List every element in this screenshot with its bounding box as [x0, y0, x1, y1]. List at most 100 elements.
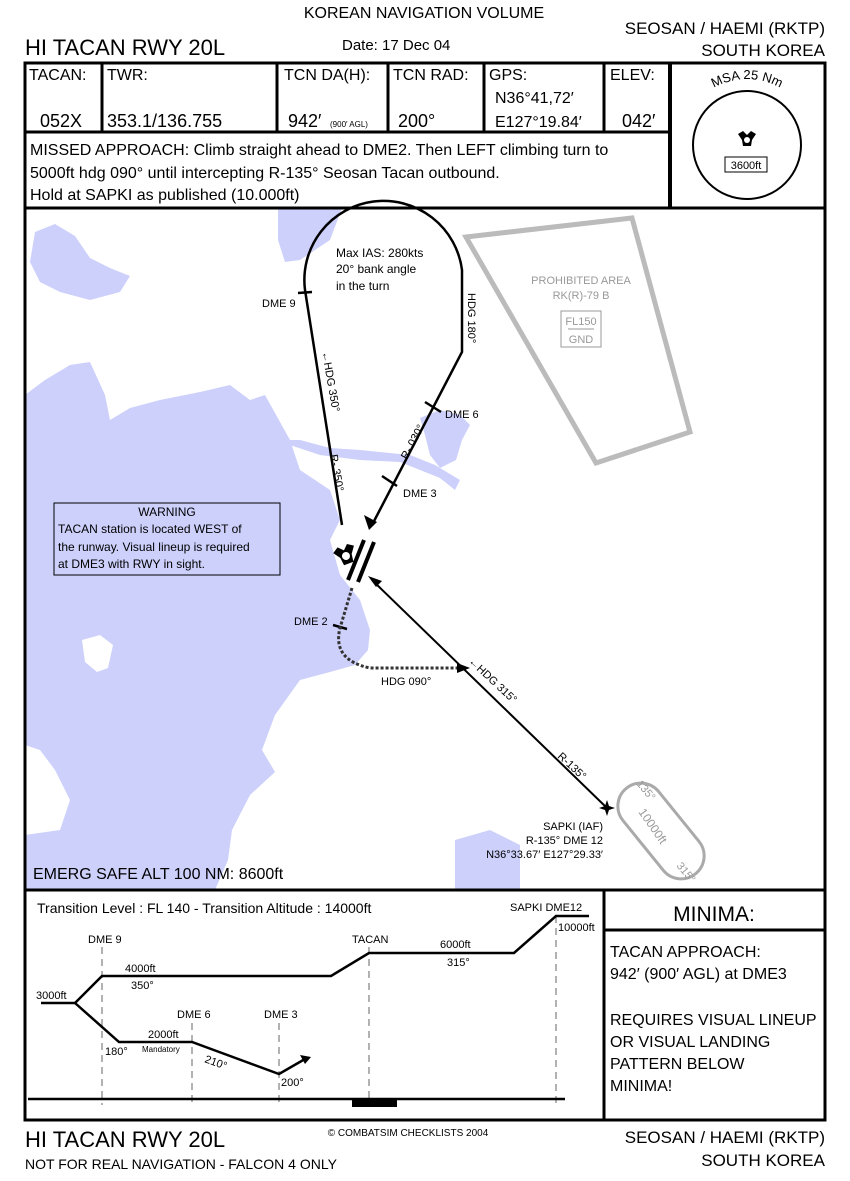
water-area	[278, 208, 342, 262]
hold-outbound-course: 315°	[674, 860, 698, 885]
approach-profile-line	[41, 914, 589, 1005]
profile-tacan: TACAN	[352, 934, 389, 946]
emergency-safe-altitude: EMERG SAFE ALT 100 NM: 8600ft	[33, 866, 284, 883]
turn-note-2: 20° bank angle	[336, 262, 417, 276]
footer-copyright: © COMBATSIM CHECKLISTS 2004	[328, 1128, 489, 1139]
water-areas	[25, 208, 520, 890]
warning-box: WARNING TACAN station is located WEST of…	[53, 502, 281, 576]
approach-track	[297, 199, 464, 631]
minima-line-5: OR VISUAL LANDING	[610, 1034, 770, 1051]
profile-crs-350: 350°	[131, 980, 154, 992]
footer-country: SOUTH KOREA	[701, 1151, 825, 1170]
missed-approach-line-1: MISSED APPROACH: Climb straight ahead to…	[30, 142, 608, 159]
elev-label: ELEV:	[610, 67, 655, 84]
r030-label: R- 030°	[399, 423, 427, 462]
minima-title: MINIMA:	[673, 903, 755, 926]
tacan-value: 052X	[40, 111, 82, 131]
msa-altitude: 3600ft	[731, 160, 762, 172]
profile-sapki: SAPKI DME12	[510, 902, 582, 914]
arrow-icon	[300, 1055, 311, 1064]
volume-title: KOREAN NAVIGATION VOLUME	[304, 5, 544, 22]
footer-airport: SEOSAN / HAEMI (RKTP)	[625, 1128, 825, 1147]
turn-note-3: in the turn	[336, 279, 389, 293]
dme6-label: DME 6	[445, 409, 479, 421]
profile-crs-315: 315°	[447, 957, 470, 969]
elev-value: 042′	[622, 111, 656, 131]
tacan-label: TACAN:	[29, 67, 86, 84]
da-value: 942′	[288, 111, 322, 131]
minima-line-2: 942′ (900′ AGL) at DME3	[610, 966, 787, 983]
profile-mandatory: Mandatory	[142, 1045, 180, 1054]
profile-crs-200: 200°	[281, 1077, 304, 1089]
island	[82, 635, 113, 672]
dme9-label: DME 9	[262, 298, 296, 310]
minima-line-1: TACAN APPROACH:	[610, 944, 761, 961]
prohibited-area-title: PROHIBITED AREA	[531, 275, 631, 287]
country-name: SOUTH KOREA	[701, 41, 825, 60]
profile-alt-6000: 6000ft	[440, 939, 471, 951]
minima-line-4: REQUIRES VISUAL LINEUP	[610, 1012, 817, 1029]
inbound-track-r135	[371, 579, 608, 809]
prohibited-lower-limit: GND	[569, 334, 594, 346]
rad-label: TCN RAD:	[393, 67, 469, 84]
msa-circle: MSA 25 Nm 3600ft	[692, 67, 802, 200]
arrow-icon	[368, 576, 382, 587]
minima-line-6: PATTERN BELOW	[610, 1056, 745, 1073]
profile-crs-180: 180°	[105, 1046, 128, 1058]
hdg180-label: HDG 180°	[465, 293, 477, 343]
profile-dme6: DME 6	[177, 1009, 211, 1021]
airport-name: SEOSAN / HAEMI (RKTP)	[625, 19, 825, 38]
missed-approach-line-3: Hold at SAPKI as published (10.000ft)	[30, 187, 300, 204]
sapki-fix-icon	[599, 800, 615, 816]
water-area	[250, 440, 460, 490]
water-area	[455, 830, 520, 890]
water-area	[420, 410, 470, 468]
msa-title: MSA 25 Nm	[709, 67, 786, 90]
turn-note-1: Max IAS: 280kts	[336, 246, 423, 260]
profile-alt-4000: 4000ft	[125, 963, 156, 975]
profile-alt-3000: 3000ft	[36, 990, 67, 1002]
prohibited-area-boundary	[461, 215, 694, 467]
missed-approach-track	[337, 587, 460, 670]
gps-label: GPS:	[489, 67, 527, 84]
hold-inbound-course: 135°	[634, 778, 658, 803]
gps-lat: N36°41,72′	[495, 90, 574, 107]
footer-disclaimer: NOT FOR REAL NAVIGATION - FALCON 4 ONLY	[25, 1156, 338, 1172]
profile-dme3: DME 3	[264, 1009, 298, 1021]
warning-line-1: TACAN station is located WEST of	[58, 522, 242, 536]
r135-label: R-135°	[555, 750, 588, 782]
tacan-station-icon	[333, 543, 354, 566]
sapki-coords: N36°33.67′ E127°29.33′	[486, 849, 603, 861]
warning-line-3: at DME3 with RWY in sight.	[58, 557, 205, 571]
missed-profile-line	[74, 1002, 306, 1076]
runway-20l	[346, 539, 376, 583]
hdg090-label: HDG 090°	[381, 676, 431, 688]
missed-approach-line-2: 5000ft hdg 090° until intercepting R-135…	[30, 165, 500, 182]
da-agl: (900′ AGL)	[330, 120, 368, 129]
profile-crs-210: 210°	[203, 1054, 228, 1073]
da-label: TCN DA(H):	[284, 67, 370, 84]
warning-title: WARNING	[138, 505, 196, 519]
water-area	[30, 224, 130, 300]
hdg315-label: ←HDG 315°	[466, 655, 519, 706]
procedure-title: HI TACAN RWY 20L	[25, 35, 225, 60]
footer-procedure: HI TACAN RWY 20L	[25, 1127, 225, 1152]
dme3-label: DME 3	[403, 488, 437, 500]
gps-lon: E127°19.84′	[495, 114, 582, 131]
profile-view: Transition Level : FL 140 - Transition A…	[23, 888, 827, 1122]
chart-date: Date: 17 Dec 04	[342, 37, 450, 54]
rad-value: 200°	[398, 111, 435, 131]
sapki-radial: R-135° DME 12	[526, 835, 603, 847]
profile-dme9: DME 9	[88, 934, 122, 946]
holding-pattern	[616, 781, 706, 881]
profile-alt-2000: 2000ft	[148, 1029, 179, 1041]
prohibited-area-id: RK(R)-79 B	[553, 290, 610, 302]
twr-value: 353.1/136.755	[107, 111, 222, 131]
profile-sapki-alt: 10000ft	[558, 922, 595, 934]
water-area	[25, 362, 370, 890]
tacan-icon	[738, 131, 756, 146]
twr-label: TWR:	[107, 67, 148, 84]
arrow-icon	[364, 515, 377, 530]
sapki-name: SAPKI (IAF)	[543, 821, 603, 833]
